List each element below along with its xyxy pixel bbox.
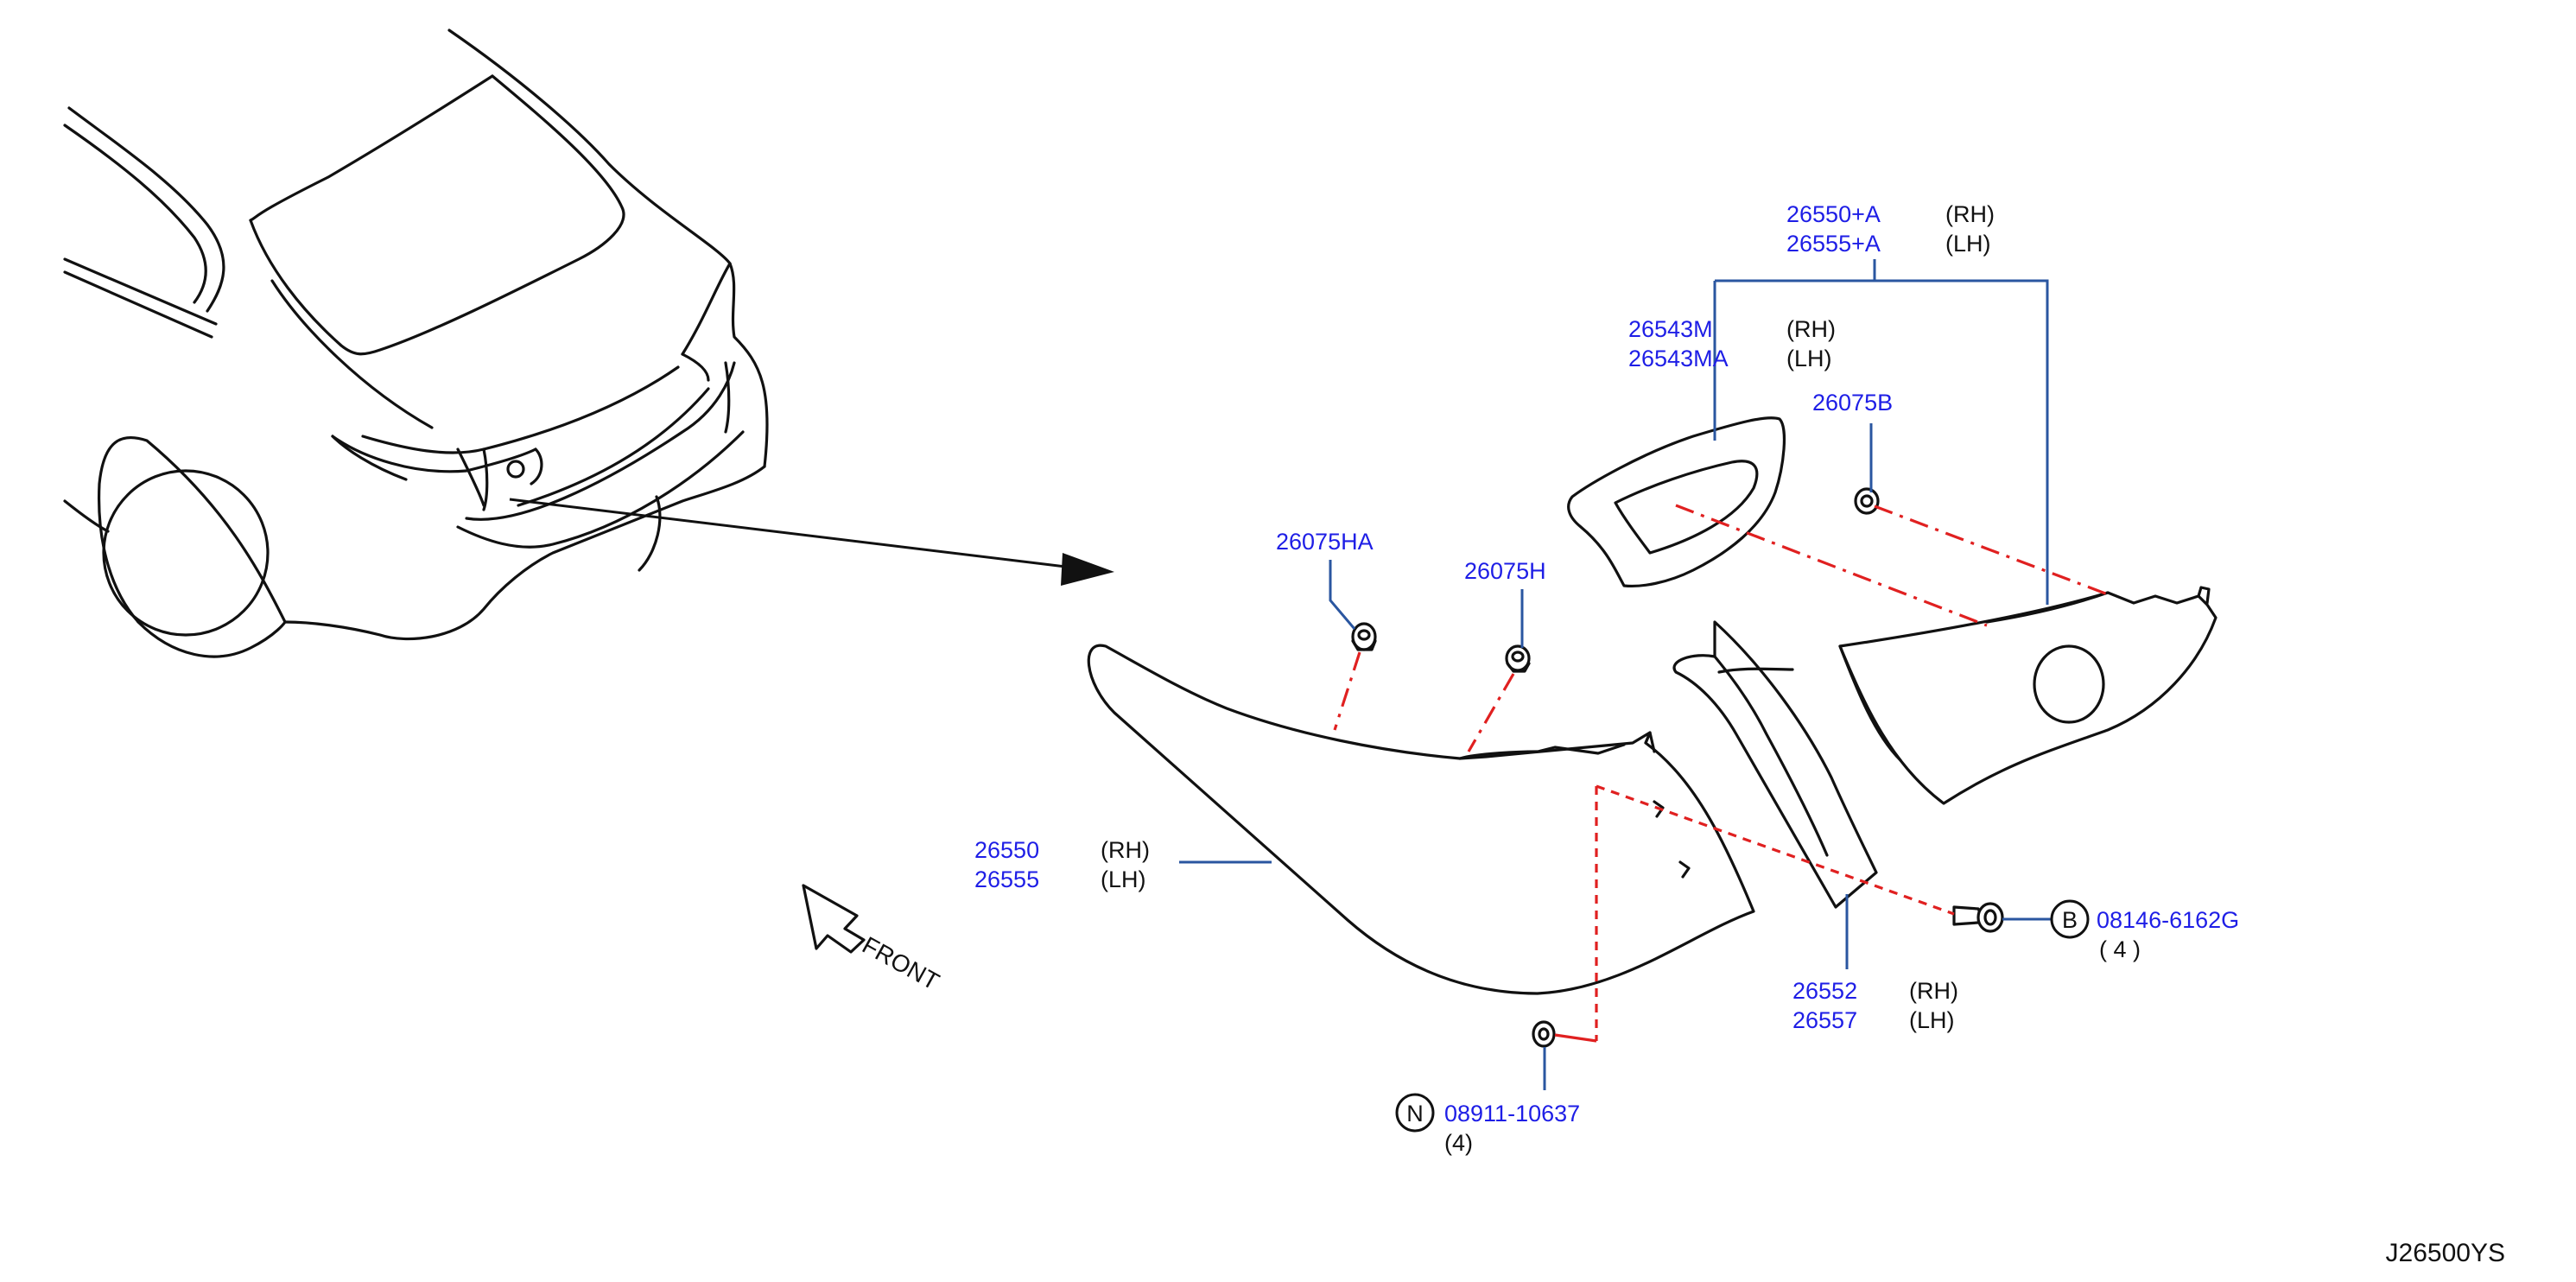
side-label: (RH) [1909, 978, 1958, 1004]
bolt-badge: B [2050, 899, 2090, 939]
callout-bolt: 08146-6162G ( 4 ) [2097, 907, 2239, 962]
clip-26075B [1854, 487, 1880, 515]
callout-assy: 26550+A 26555+A (RH) (LH) [1786, 201, 1995, 257]
side-label: (LH) [1786, 346, 1832, 371]
lamp-gasket [1567, 416, 1786, 587]
bolt-badge-letter: B [2062, 907, 2078, 933]
part-number: 26543M [1628, 316, 1713, 342]
callout-nut: 08911-10637 (4) [1444, 1101, 1580, 1156]
side-label: (LH) [1945, 231, 1991, 257]
callout-lamp: 26550 26555 (RH) (LH) [974, 837, 1150, 892]
part-number: 26075HA [1276, 529, 1374, 555]
nut-badge-letter: N [1406, 1101, 1424, 1127]
front-direction-indicator: FRONT [802, 884, 943, 995]
bolt-08146 [1952, 902, 2004, 933]
side-label: (RH) [1786, 316, 1836, 342]
part-number: 26555 [974, 866, 1039, 892]
clip-26075HA [1351, 622, 1377, 651]
part-number: 26550 [974, 837, 1039, 863]
nut-08911 [1532, 1020, 1556, 1048]
part-number: 26543MA [1628, 346, 1729, 371]
part-number: 26552 [1792, 978, 1857, 1004]
diagram-code: J26500YS [2386, 1239, 2505, 1267]
part-number: 26075B [1812, 390, 1893, 416]
car-overview [63, 29, 769, 658]
part-number: 26550+A [1786, 201, 1881, 227]
reference-arrow [509, 498, 1114, 586]
part-number: 08146-6162G [2097, 907, 2239, 933]
part-number: 08911-10637 [1444, 1101, 1580, 1127]
part-number: 26557 [1792, 1007, 1857, 1033]
part-number: 26075H [1464, 558, 1546, 584]
front-arrow-icon [802, 884, 866, 954]
front-label: FRONT [858, 931, 943, 995]
callout-finisher: 26552 26557 (RH) (LH) [1792, 978, 1958, 1033]
trunk-lid-lamp [1838, 586, 2218, 805]
nut-badge: N [1395, 1093, 1435, 1133]
side-label: (LH) [1101, 866, 1146, 892]
quantity-label: (4) [1444, 1130, 1473, 1156]
quantity-label: ( 4 ) [2099, 936, 2141, 962]
leader-lines [1179, 259, 2056, 1090]
callout-gasket: 26543M 26543MA (RH) (LH) [1628, 316, 1836, 371]
clip-26075H [1505, 644, 1531, 673]
side-label: (RH) [1945, 201, 1995, 227]
callout-clip-ha: 26075HA [1276, 529, 1374, 555]
side-finisher [1672, 620, 1878, 909]
side-label: (RH) [1101, 837, 1150, 863]
callout-clip-b: 26075B [1812, 390, 1893, 416]
fastener-lines [1333, 504, 2109, 1043]
rear-combination-lamp [1087, 644, 1755, 995]
side-label: (LH) [1909, 1007, 1955, 1033]
callout-clip-h: 26075H [1464, 558, 1546, 584]
part-number: 26555+A [1786, 231, 1881, 257]
